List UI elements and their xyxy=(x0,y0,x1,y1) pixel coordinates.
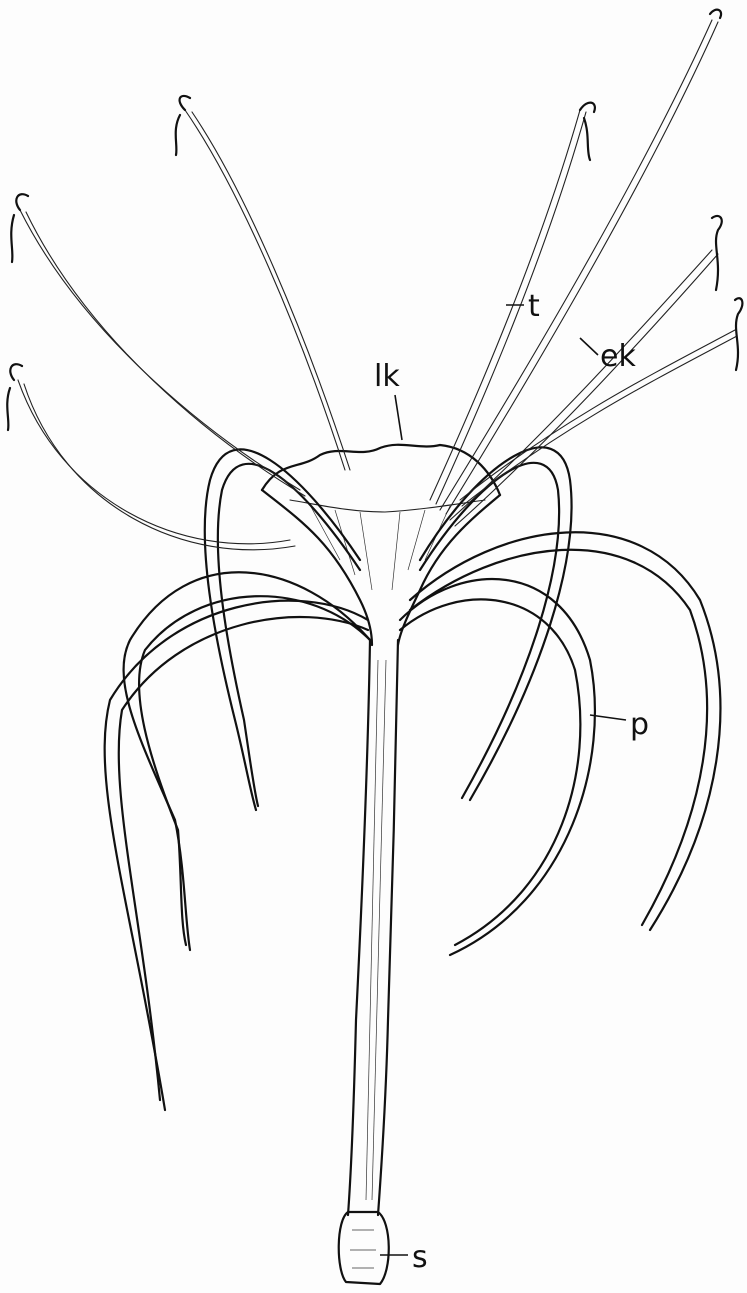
label-lk: lk xyxy=(374,362,400,392)
perianth-tube xyxy=(348,640,398,1215)
label-t: t xyxy=(528,292,540,322)
label-p: p xyxy=(630,710,649,740)
label-leaders xyxy=(380,305,626,1255)
ovary xyxy=(339,1212,389,1284)
staminal-corona xyxy=(262,445,500,645)
label-ek: ek xyxy=(600,342,636,372)
petals xyxy=(105,447,721,1110)
stamens xyxy=(7,10,742,550)
label-s: s xyxy=(412,1243,428,1273)
